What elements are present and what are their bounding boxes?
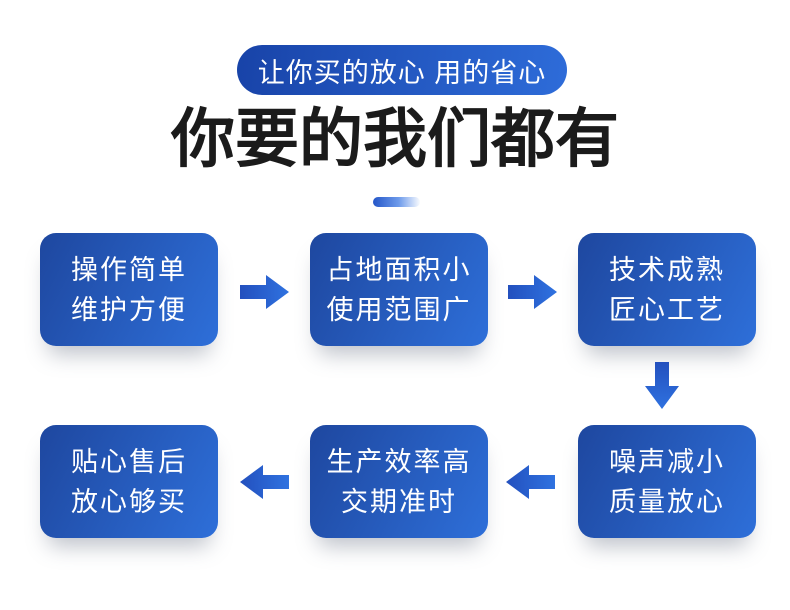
title-underline <box>373 197 420 207</box>
arrow-down-icon <box>645 362 679 409</box>
feature-line: 噪声减小 <box>609 446 725 477</box>
arrow-right-icon <box>240 275 289 309</box>
feature-line: 技术成熟 <box>609 254 725 285</box>
feature-line: 匠心工艺 <box>609 294 725 325</box>
feature-line: 质量放心 <box>609 486 725 517</box>
tagline-badge: 让你买的放心 用的省心 <box>237 45 567 95</box>
feature-line: 操作简单 <box>71 254 187 285</box>
feature-line: 维护方便 <box>71 294 187 325</box>
feature-line: 交期准时 <box>341 486 457 517</box>
feature-box-step-3: 技术成熟 匠心工艺 <box>578 233 756 346</box>
feature-box-step-2: 占地面积小 使用范围广 <box>310 233 488 346</box>
feature-line: 生产效率高 <box>326 446 472 477</box>
arrow-left-icon <box>506 465 555 499</box>
feature-box-step-1: 操作简单 维护方便 <box>40 233 218 346</box>
feature-box-step-5: 生产效率高 交期准时 <box>310 425 488 538</box>
tagline-badge-label: 让你买的放心 用的省心 <box>257 57 547 88</box>
feature-line: 占地面积小 <box>326 254 472 285</box>
feature-box-step-6: 贴心售后 放心够买 <box>40 425 218 538</box>
feature-line: 使用范围广 <box>326 294 472 325</box>
arrow-left-icon <box>240 465 289 499</box>
feature-line: 贴心售后 <box>71 446 187 477</box>
arrow-right-icon <box>508 275 557 309</box>
feature-box-step-4: 噪声减小 质量放心 <box>578 425 756 538</box>
feature-line: 放心够买 <box>71 486 187 517</box>
page-title: 你要的我们都有 <box>171 103 619 175</box>
